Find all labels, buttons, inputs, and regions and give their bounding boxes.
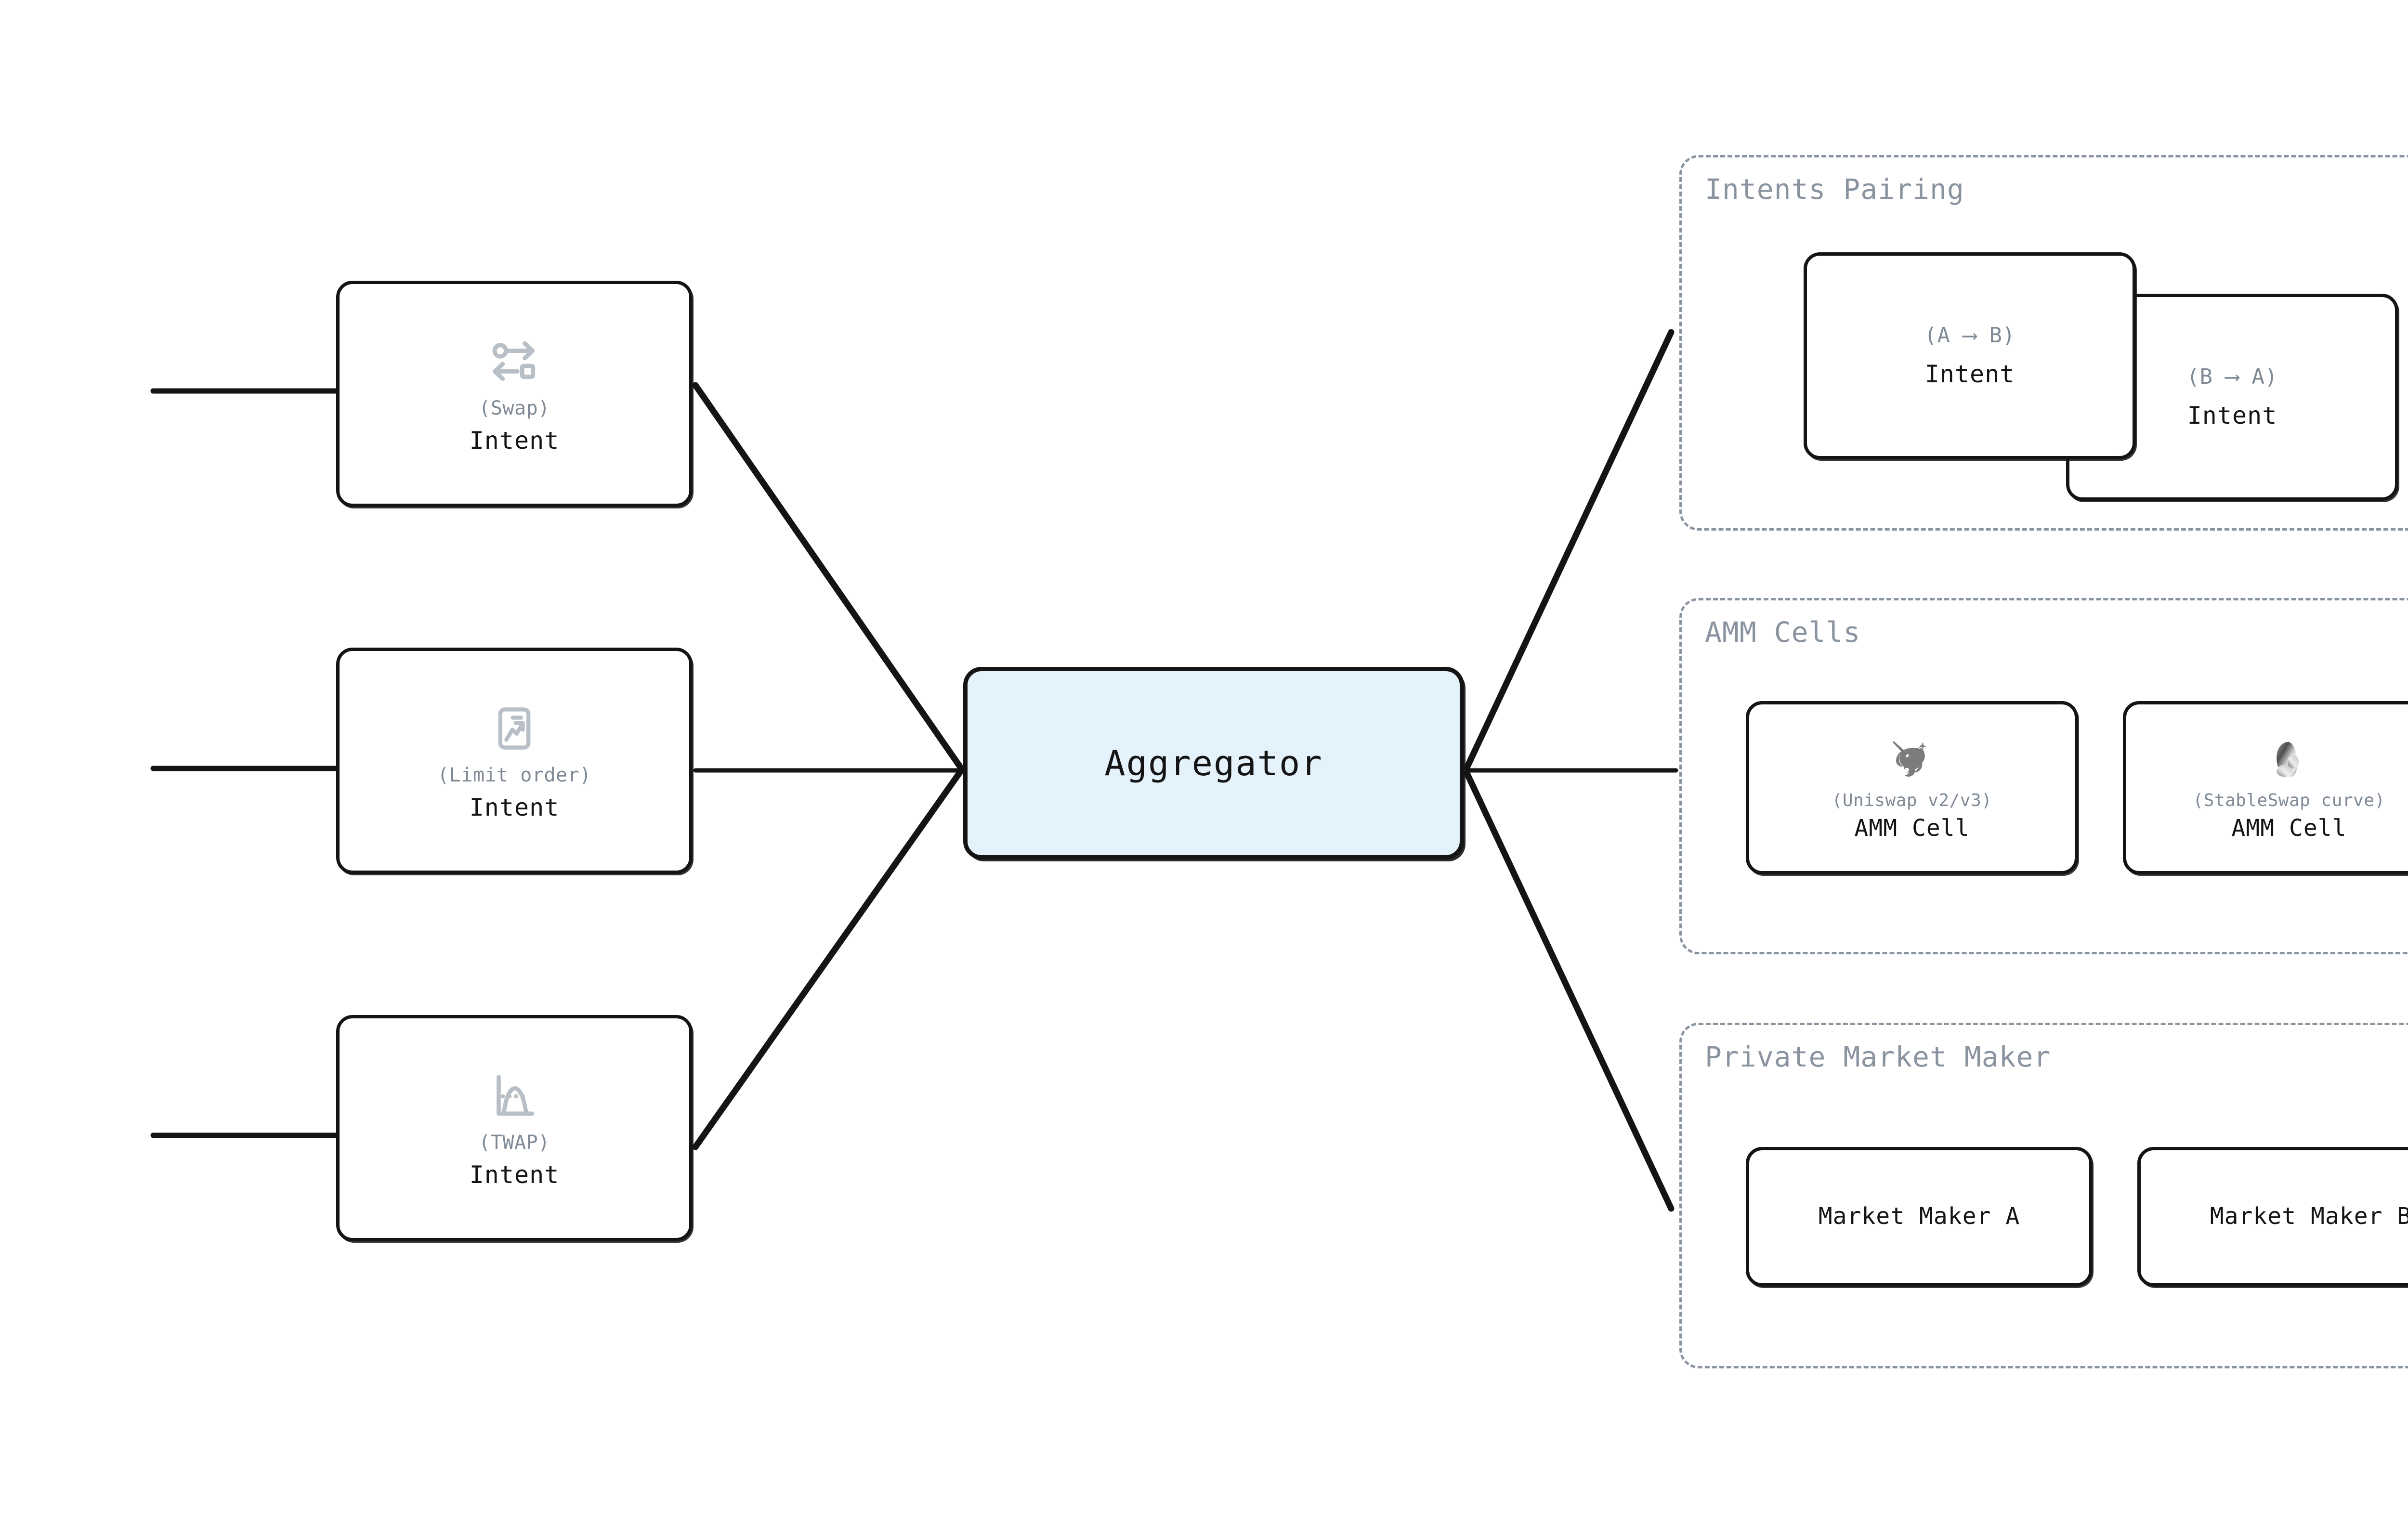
- link-twap-aggregator: [692, 767, 965, 1150]
- intent-main-label: Intent: [469, 427, 560, 455]
- pairing-intent-card-a-to-b[interactable]: (A ⟶ B) Intent: [1804, 252, 2136, 459]
- swap-arrows-icon: [485, 333, 543, 390]
- pairing-main-label: Intent: [1924, 360, 2015, 388]
- amm-main-label: AMM Cell: [1854, 815, 1970, 842]
- intent-sub-label: (Swap): [479, 397, 550, 420]
- aggregator-label: Aggregator: [1104, 742, 1323, 783]
- market-maker-label: Market Maker B: [2210, 1203, 2408, 1230]
- market-maker-label: Market Maker A: [1818, 1203, 2020, 1230]
- limit-order-chart-icon: [485, 700, 543, 757]
- amm-main-label: AMM Cell: [2231, 815, 2347, 842]
- group-intents-pairing: Intents Pairing: [1679, 155, 2408, 531]
- intent-card-twap[interactable]: (TWAP) Intent: [336, 1015, 693, 1241]
- intent-card-swap[interactable]: (Swap) Intent: [336, 281, 693, 507]
- link-swap-aggregator: [692, 382, 965, 772]
- pairing-sub-label: (B ⟶ A): [2186, 364, 2278, 389]
- intent-main-label: Intent: [469, 794, 560, 822]
- link-aggregator-pmm: [1464, 770, 1675, 1212]
- group-private-market-maker: Private Market Maker: [1679, 1023, 2408, 1368]
- intent-sub-label: (TWAP): [479, 1132, 550, 1154]
- amm-cell-stableswap[interactable]: (StableSwap curve) AMM Cell: [2123, 701, 2408, 874]
- market-maker-card-a[interactable]: Market Maker A: [1746, 1147, 2093, 1287]
- intent-card-limit-order[interactable]: (Limit order) Intent: [336, 648, 693, 874]
- uniswap-unicorn-icon: [1885, 734, 1938, 787]
- group-title: Private Market Maker: [1705, 1041, 2051, 1073]
- link-aggregator-pairing: [1464, 329, 1675, 771]
- market-maker-card-b[interactable]: Market Maker B: [2137, 1147, 2408, 1287]
- intent-sub-label: (Limit order): [437, 764, 591, 787]
- curve-finance-icon: [2263, 734, 2316, 787]
- twap-distribution-icon: [485, 1067, 543, 1125]
- group-amm-cells: AMM Cells: [1679, 598, 2408, 954]
- pairing-main-label: Intent: [2187, 401, 2277, 429]
- aggregator-node[interactable]: Aggregator: [963, 667, 1464, 859]
- pairing-sub-label: (A ⟶ B): [1924, 323, 2015, 348]
- amm-sub-label: (Uniswap v2/v3): [1832, 790, 1992, 810]
- amm-cell-uniswap[interactable]: (Uniswap v2/v3) AMM Cell: [1746, 701, 2078, 874]
- group-title: AMM Cells: [1705, 616, 1861, 649]
- amm-sub-label: (StableSwap curve): [2193, 790, 2385, 810]
- intent-main-label: Intent: [469, 1161, 560, 1189]
- group-title: Intents Pairing: [1705, 173, 1964, 206]
